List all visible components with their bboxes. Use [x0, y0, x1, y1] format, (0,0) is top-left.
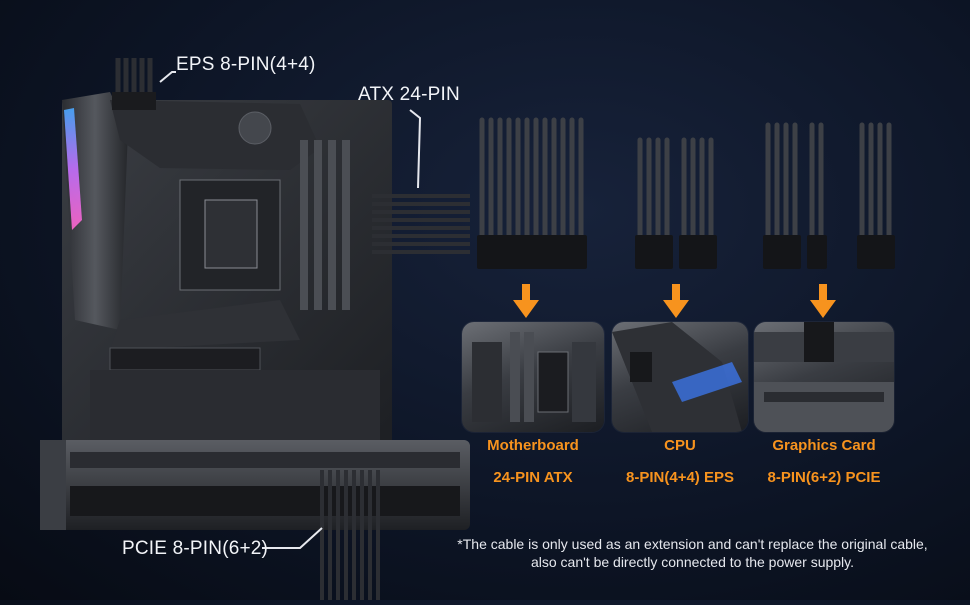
card-subtitle-cpu: 8-PIN(4+4) EPS	[626, 469, 734, 486]
card-subtitle-motherboard: 24-PIN ATX	[493, 469, 573, 486]
card-title-graphics-card: Graphics Card	[772, 437, 876, 454]
cpu-thumbnail-graphic	[612, 322, 742, 432]
footnote-line-1: *The cable is only used as an extension …	[457, 536, 928, 552]
motherboard-graphic	[40, 58, 470, 600]
footnote: *The cable is only used as an extension …	[420, 535, 965, 571]
cable-connectors-graphic	[477, 117, 895, 269]
eps-callout-label: EPS 8-PIN(4+4)	[176, 54, 316, 75]
card-title-cpu: CPU	[664, 437, 696, 454]
arrow-down-icon	[663, 284, 689, 318]
footnote-line-2: also can't be directly connected to the …	[530, 554, 855, 570]
graphics-card-thumbnail	[754, 322, 894, 432]
motherboard-illustration	[0, 0, 470, 600]
cable-connectors	[470, 110, 970, 290]
motherboard-thumbnail	[462, 322, 604, 432]
card-title-motherboard: Motherboard	[487, 437, 579, 454]
cpu-thumbnail	[612, 322, 748, 432]
motherboard-thumbnail-graphic	[472, 332, 596, 422]
graphics-card-thumbnail-graphic	[754, 322, 894, 432]
atx-callout-label: ATX 24-PIN	[358, 84, 460, 105]
pcie-callout-label: PCIE 8-PIN(6+2)	[122, 538, 269, 559]
arrow-down-icon	[810, 284, 836, 318]
arrow-down-icon	[513, 284, 539, 318]
card-subtitle-graphics-card: 8-PIN(6+2) PCIE	[767, 469, 881, 486]
